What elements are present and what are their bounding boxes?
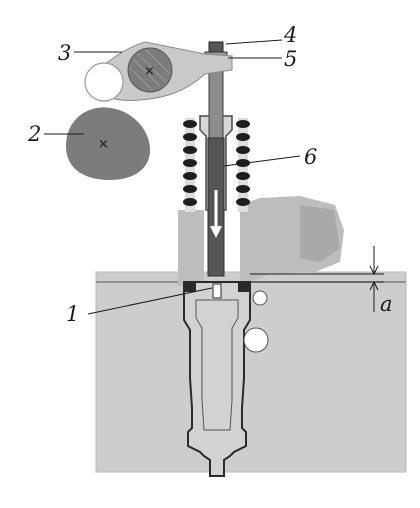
label-1: 1 bbox=[66, 302, 79, 326]
clearance-dimension bbox=[250, 246, 384, 312]
label-3: 3 bbox=[58, 41, 71, 65]
label-6: 6 bbox=[304, 145, 317, 169]
adjusting-screw bbox=[208, 41, 224, 53]
fuel-port-lower bbox=[243, 327, 269, 353]
camshaft-lobe bbox=[66, 107, 150, 180]
fuel-port-upper bbox=[252, 290, 268, 306]
label-a: a bbox=[380, 292, 393, 316]
label-5: 5 bbox=[284, 47, 297, 71]
nozzle-body bbox=[183, 281, 251, 477]
plunger bbox=[207, 57, 225, 277]
label-2: 2 bbox=[27, 122, 41, 146]
cam-center-mark: × bbox=[98, 137, 109, 152]
injector-housing bbox=[178, 196, 344, 286]
rocker-pivot-mark: × bbox=[144, 64, 155, 79]
label-4: 4 bbox=[283, 23, 297, 47]
rocker-arm bbox=[84, 41, 233, 102]
return-spring bbox=[183, 118, 250, 212]
leader-lines bbox=[44, 39, 301, 315]
